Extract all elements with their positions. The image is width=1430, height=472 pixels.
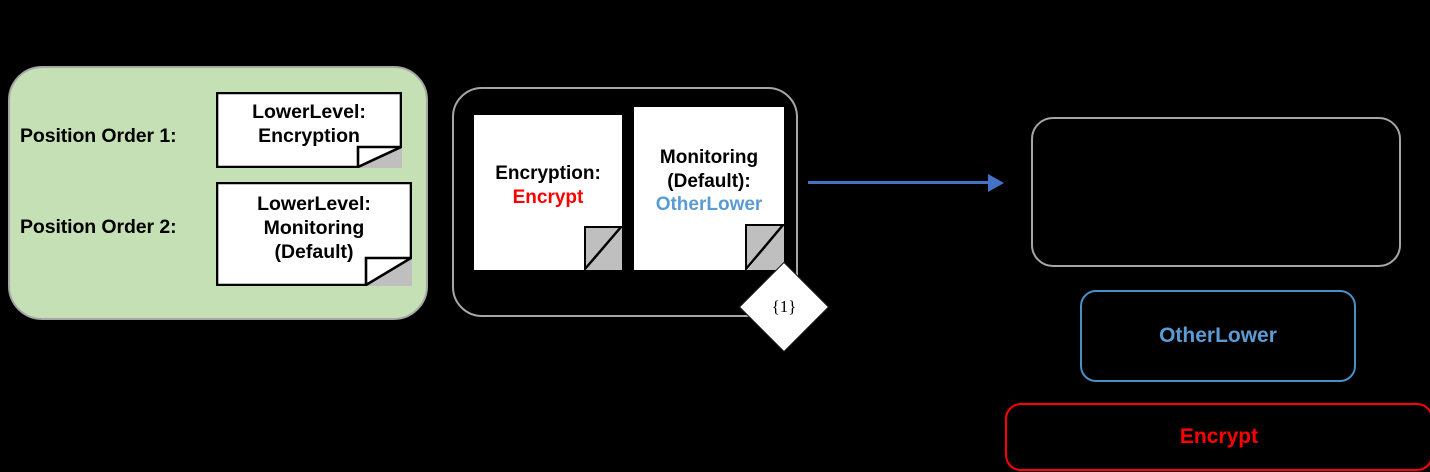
lowerlevel-monitoring-note[interactable]: LowerLevel: Monitoring (Default)	[216, 182, 412, 286]
monitoring-note-title-1: Monitoring	[659, 147, 759, 169]
otherlower-box[interactable]: OtherLower	[1080, 290, 1356, 382]
position-order-2-label: Position Order 2:	[20, 216, 177, 238]
multiplicity-label: {1}	[771, 297, 797, 316]
empty-result-box[interactable]	[1031, 117, 1401, 267]
position-order-panel: Position Order 1: Position Order 2: Lowe…	[8, 66, 428, 320]
note-line-1: LowerLevel:	[257, 193, 371, 216]
lowerlevel-encryption-note[interactable]: LowerLevel: Encryption	[216, 92, 402, 168]
note-line-1: LowerLevel:	[252, 101, 366, 124]
monitoring-note-title-2: (Default):	[667, 170, 751, 192]
encryption-note-title: Encryption:	[495, 162, 601, 184]
flow-arrow-head-icon	[988, 174, 1004, 192]
note-text: LowerLevel: Encryption	[252, 101, 366, 159]
encryption-note[interactable]: Encryption: Encrypt	[474, 115, 622, 270]
monitoring-note-value: OtherLower	[655, 194, 763, 216]
monitoring-note[interactable]: Monitoring (Default): OtherLower	[634, 107, 784, 270]
note-line-2: Encryption	[258, 125, 360, 147]
note-text: Encryption: Encrypt	[495, 162, 601, 223]
encrypt-box-label: Encrypt	[1179, 425, 1259, 448]
flow-arrow-line	[808, 181, 990, 184]
note-line-3: (Default)	[274, 240, 354, 263]
encryption-note-value: Encrypt	[512, 186, 584, 208]
encrypt-box[interactable]: Encrypt	[1005, 403, 1430, 471]
otherlower-box-label: OtherLower	[1159, 324, 1277, 347]
position-order-1-label: Position Order 1:	[20, 125, 177, 147]
note-text: LowerLevel: Monitoring (Default)	[257, 193, 371, 274]
note-text: Monitoring (Default): OtherLower	[656, 146, 763, 231]
note-line-2: Monitoring	[263, 217, 365, 240]
